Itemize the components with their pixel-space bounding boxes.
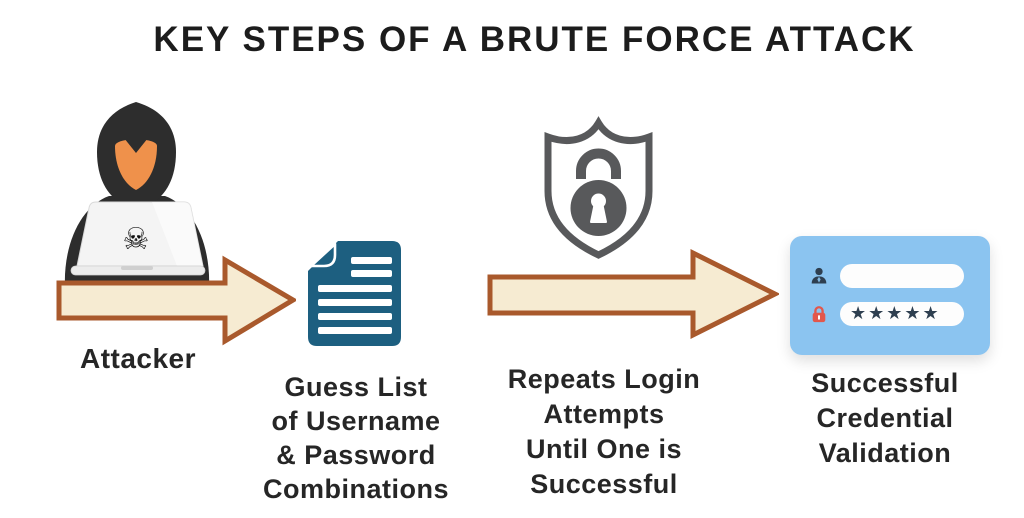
skull-and-crossbones-icon: ☠ <box>123 222 150 257</box>
login-form-card: ★★★★★ <box>790 236 990 355</box>
flow-arrow-attempts-to-validation <box>487 248 779 340</box>
repeat-attempts-label: Repeats Login Attempts Until One is Succ… <box>507 364 701 499</box>
diagram-title: KEY STEPS OF A BRUTE FORCE ATTACK <box>153 20 916 59</box>
username-field <box>840 264 964 288</box>
lock-icon <box>808 302 830 326</box>
attacker-label: Attacker <box>79 343 197 374</box>
password-mask: ★★★★★ <box>850 303 941 324</box>
username-row <box>790 264 990 288</box>
flow-arrow-attacker-to-guess-list <box>56 255 296 346</box>
password-field: ★★★★★ <box>840 302 964 326</box>
guess-list-label: Guess List of Username & Password Combin… <box>263 372 449 504</box>
document-list-icon <box>308 241 401 346</box>
password-row: ★★★★★ <box>790 302 990 326</box>
credential-validation-label: Successful Credential Validation <box>811 368 959 468</box>
hacker-at-laptop-icon: ☠ <box>64 102 210 288</box>
shield-lock-icon <box>544 116 653 259</box>
user-icon <box>808 264 830 288</box>
